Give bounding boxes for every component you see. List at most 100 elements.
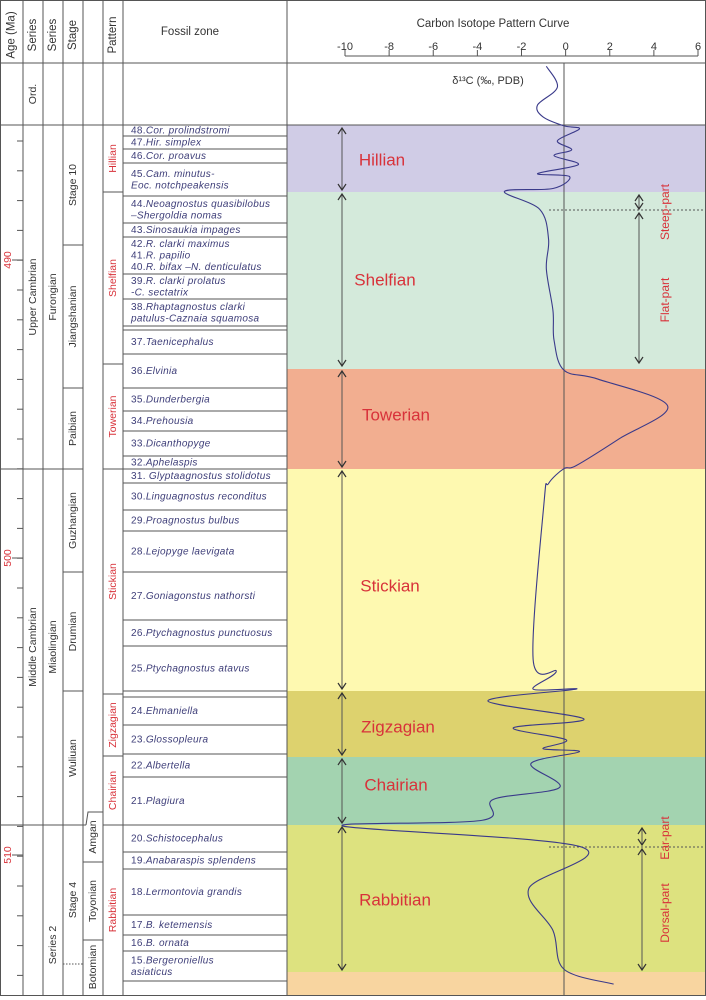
- curve-unit-label: δ¹³C (‰, PDB): [452, 75, 524, 87]
- arrowhead-up-icon: [634, 211, 644, 220]
- fossil-zone-name: patulus-Caznaia squamosa: [130, 313, 260, 324]
- fossil-zone-label: 27.Goniagonstus nathorsti: [131, 591, 256, 602]
- fossil-zone-name: Glyptaagnostus stolidotus: [149, 471, 271, 482]
- fossil-zone-name: Anabaraspis splendens: [145, 855, 256, 866]
- fossil-zone-label: 36.Elvinia: [131, 366, 178, 377]
- fossil-zone-number: 48.: [131, 125, 146, 136]
- x-tick-label: 0: [563, 41, 569, 53]
- arrowhead-down-icon: [337, 963, 347, 972]
- band-label: Chairian: [364, 776, 427, 795]
- fossil-zone-name: Elvinia: [146, 366, 178, 377]
- arrowhead-up-icon: [634, 193, 644, 202]
- pattern-header: Pattern: [107, 16, 119, 53]
- fossil-zone-number: 28.: [131, 546, 146, 557]
- fossil-zone-label: patulus-Caznaia squamosa: [130, 313, 260, 324]
- band-label: Zigzagian: [361, 718, 435, 737]
- fossil-zone-number: 42.: [131, 239, 146, 250]
- fossil-zone-label: 21.Plagiura: [131, 796, 185, 807]
- fossil-zone-name: R. bifax –N. denticulatus: [146, 262, 262, 273]
- fossil-zone-number: 27.: [131, 591, 146, 602]
- system-upper-cambrian: Upper Cambrian: [27, 258, 39, 335]
- stage-header: Stage: [67, 20, 79, 50]
- series-miaolingian: Miaolingian: [47, 620, 59, 673]
- fossil-zone-name: Neoagnostus quasibilobus: [146, 198, 271, 209]
- fossil-zone-name: R. clarki maximus: [146, 239, 230, 250]
- x-tick-label: -6: [428, 41, 438, 53]
- pattern-label: Chairian: [107, 771, 119, 810]
- stage-label: Paibian: [67, 411, 79, 446]
- fossil-zone-name: -C. sectatrix: [131, 287, 189, 298]
- fossil-zone-number: 40.: [131, 262, 146, 273]
- fossil-zone-name: Cor. prolindstromi: [146, 125, 230, 136]
- arrowhead-down-icon: [337, 183, 347, 192]
- band-label: Stickian: [360, 577, 420, 596]
- band-label: Towerian: [362, 406, 430, 425]
- stage-label: Stage 10: [67, 164, 79, 206]
- arrowhead-down-icon: [634, 356, 644, 365]
- fossil-zone-number: 47.: [131, 137, 146, 148]
- fossil-zone-name: Ptychagnostus punctuosus: [146, 628, 273, 639]
- x-tick-label: -2: [517, 41, 527, 53]
- fossil-zone-label: 28.Lejopyge laevigata: [131, 546, 235, 557]
- pattern-label: Stickian: [107, 563, 119, 600]
- fossil-zone-number: 46.: [131, 151, 146, 162]
- fossil-zone-name: Rhaptagnostus clarki: [146, 301, 246, 312]
- stage-amgan: Amgan: [87, 820, 99, 853]
- age-label: 510: [2, 846, 14, 864]
- band-label: Shelfian: [354, 271, 415, 290]
- fossil-zone-name: Ptychagnostus atavus: [146, 663, 250, 674]
- steep-part-label: Steep-part: [658, 183, 672, 240]
- age-label: 490: [2, 251, 14, 269]
- fossil-zone-name: B. ketemensis: [146, 920, 213, 931]
- fossil-zone-number: 26.: [131, 628, 146, 639]
- fossil-zone-number: 25.: [131, 663, 146, 674]
- stage-label: Drumian: [67, 612, 79, 652]
- band-bottom: [287, 972, 706, 995]
- band-label: Rabbitian: [359, 891, 431, 910]
- fossil-zone-label: Eoc. notchpeakensis: [131, 180, 229, 191]
- arrowhead-up-icon: [337, 469, 347, 478]
- fossil-zone-number: 15.: [131, 955, 146, 966]
- stage-botomian: Botomian: [87, 945, 99, 990]
- pattern-label: Towerian: [107, 395, 119, 437]
- fossil-zone-name: Schistocephalus: [146, 833, 223, 844]
- fossil-zone-label: 25.Ptychagnostus atavus: [131, 663, 250, 674]
- fossil-zone-name: Linguagnostus reconditus: [146, 491, 267, 502]
- fossil-zone-header: Fossil zone: [161, 26, 219, 38]
- fossil-zone-name: Proagnostus bulbus: [146, 515, 240, 526]
- fossil-zone-label: -C. sectatrix: [131, 287, 189, 298]
- stage-label: Wuliuan: [67, 739, 79, 777]
- arrowhead-down-icon: [337, 359, 347, 368]
- arrowhead-down-icon: [637, 963, 647, 972]
- fossil-zone-label: 41.R. papilio: [131, 250, 191, 261]
- fossil-zone-number: 37.: [131, 337, 146, 348]
- fossil-zone-number: 23.: [131, 734, 146, 745]
- pattern-label: Hillian: [107, 144, 119, 173]
- band-label: Hillian: [359, 151, 405, 170]
- fossil-zone-number: 43.: [131, 225, 146, 236]
- fossil-zone-number: 20.: [131, 833, 146, 844]
- dorsal-part-label: Dorsal-part: [658, 883, 672, 943]
- fossil-zone-name: B. ornata: [146, 938, 189, 949]
- fossil-zone-name: Hir. simplex: [146, 137, 202, 148]
- arrowhead-up-icon: [637, 826, 647, 835]
- fossil-zone-number: 17.: [131, 920, 146, 931]
- band-shelfian: [287, 192, 706, 369]
- curve-title: Carbon Isotope Pattern Curve: [417, 18, 570, 30]
- stage-label: Jiangshanian: [67, 285, 79, 347]
- fossil-zone-number: 31.: [131, 471, 149, 482]
- fossil-zone-label: 43.Sinosaukia impages: [131, 225, 241, 236]
- fossil-zone-label: 32.Aphelaspis: [131, 457, 198, 468]
- band-rabbitian: [287, 825, 706, 972]
- fossil-zone-name: Cor. proavus: [146, 151, 206, 162]
- arrowhead-down-icon: [337, 816, 347, 825]
- fossil-zone-label: 15.Bergeroniellus: [131, 955, 214, 966]
- band-zigzagian: [287, 691, 706, 757]
- band-hillian: [287, 125, 706, 192]
- fossil-zone-label: 30.Linguagnostus reconditus: [131, 491, 267, 502]
- fossil-zone-name: Aphelaspis: [145, 457, 198, 468]
- age-label: 500: [2, 549, 14, 567]
- fossil-zone-name: Eoc. notchpeakensis: [131, 180, 229, 191]
- fossil-zone-label: 39.R. clarki prolatus: [131, 275, 226, 286]
